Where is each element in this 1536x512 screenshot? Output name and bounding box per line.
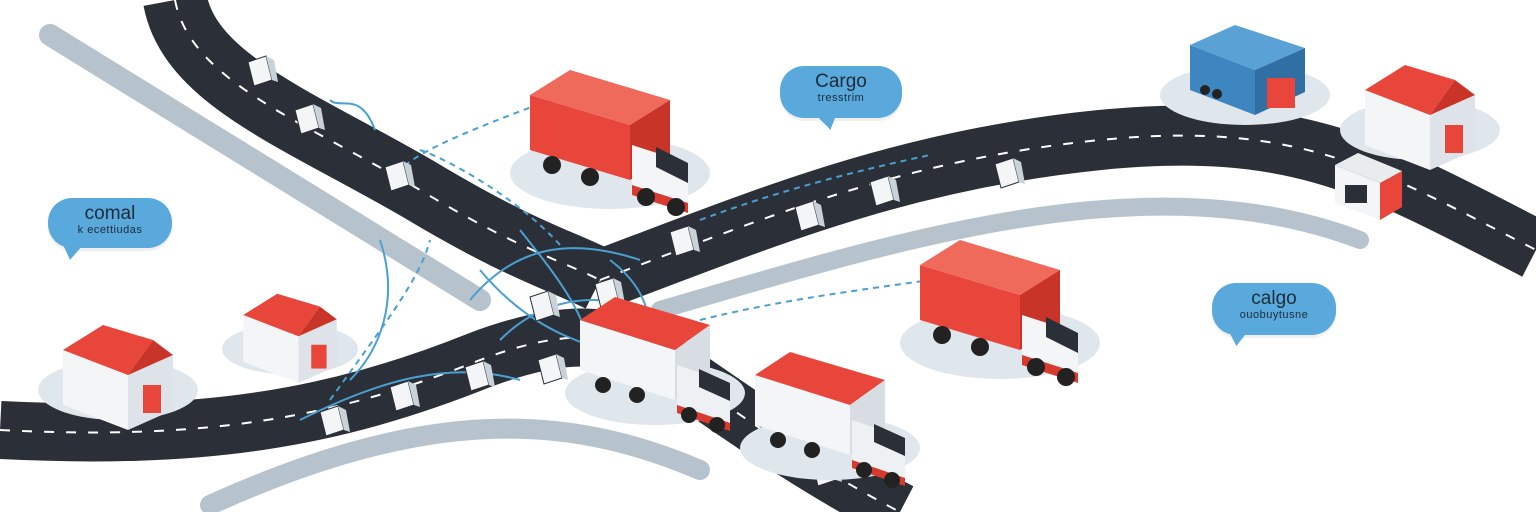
warehouse-icon-roadside [1335, 153, 1402, 220]
delivery-truck-icon-bottom [740, 352, 920, 488]
bubble-right-title: calgo [1251, 288, 1297, 309]
bubble-left-title: comal [84, 203, 136, 224]
delivery-truck-icon-top [510, 70, 710, 216]
speech-bubble-right: calgo ouobuytusne [1212, 283, 1336, 347]
speech-bubble-top: Cargo tresstrim [780, 66, 902, 132]
bubble-right-subtitle: ouobuytusne [1239, 309, 1309, 321]
warehouse-icon-mid-left [222, 293, 358, 383]
bubble-tail [61, 244, 81, 262]
speech-bubble-left: comal k ecettiudas [48, 198, 172, 262]
route-lines [299, 99, 931, 421]
shipping-container-icon [1160, 25, 1330, 125]
bubble-left-subtitle: k ecettiudas [77, 224, 143, 236]
bubble-tail [1227, 331, 1247, 347]
bubble-top-title: Cargo [815, 71, 867, 92]
delivery-truck-icon-right [900, 240, 1100, 386]
road-shoulders [39, 24, 1369, 512]
bubble-top-subtitle: tresstrim [817, 92, 865, 104]
